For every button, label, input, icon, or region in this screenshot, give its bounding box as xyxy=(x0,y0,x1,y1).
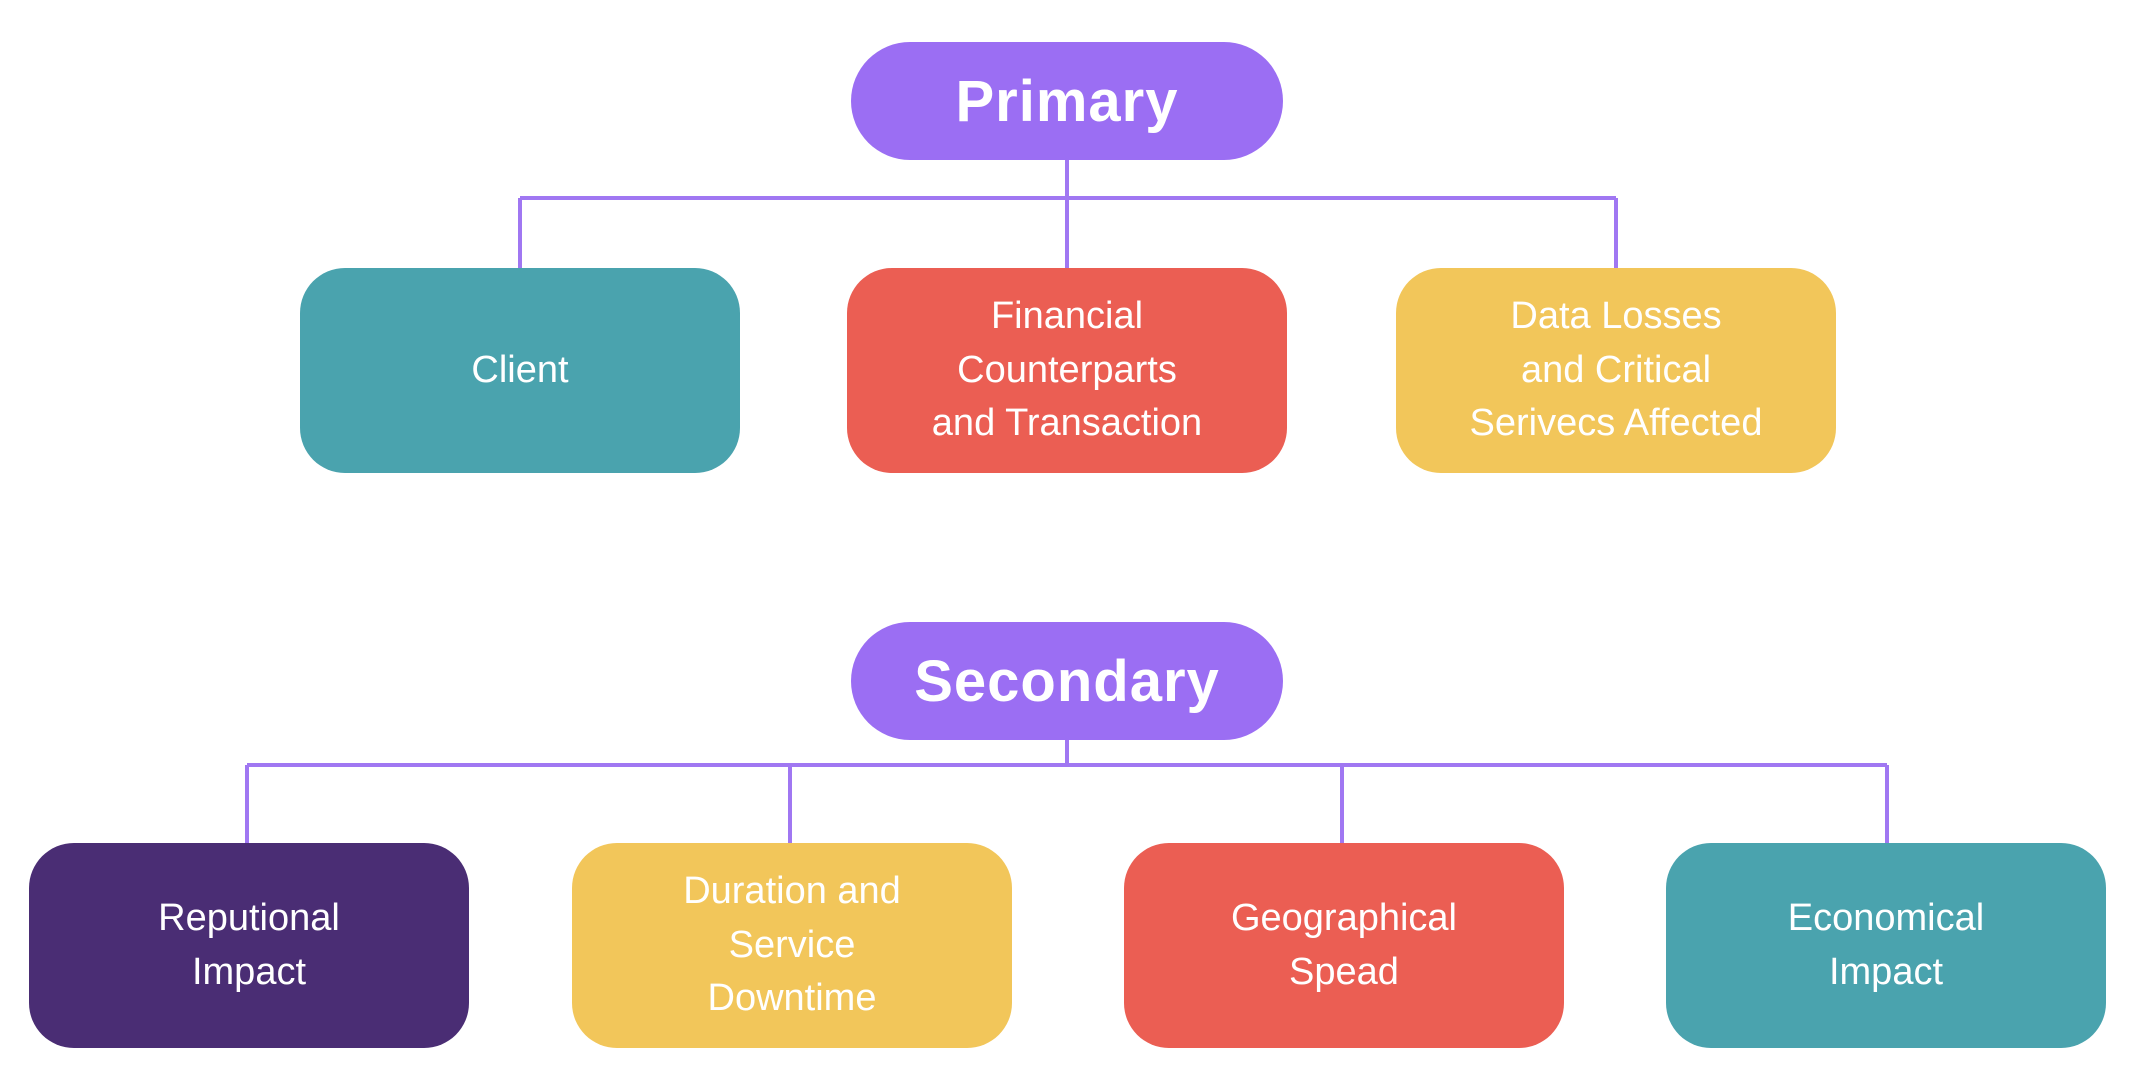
node-geographical-spread-label: Geographical Spead xyxy=(1230,896,1458,993)
node-data-losses-label: Data Losses and Critical Serivecs Affect… xyxy=(1469,294,1763,445)
node-data-losses[interactable]: Data Losses and Critical Serivecs Affect… xyxy=(1396,268,1836,473)
secondary-branch-lines xyxy=(245,740,1889,843)
node-financial-counterparts[interactable]: Financial Counterparts and Transaction xyxy=(847,268,1287,473)
node-secondary[interactable]: Secondary xyxy=(851,622,1283,740)
node-economical-impact-label: Economical Impact xyxy=(1787,896,1985,993)
primary-branch-lines xyxy=(518,160,1618,268)
node-economical-impact[interactable]: Economical Impact xyxy=(1666,843,2106,1048)
node-secondary-label: Secondary xyxy=(914,648,1220,714)
node-geographical-spread[interactable]: Geographical Spead xyxy=(1124,843,1564,1048)
node-primary[interactable]: Primary xyxy=(851,42,1283,160)
node-client[interactable]: Client xyxy=(300,268,740,473)
node-primary-label: Primary xyxy=(955,68,1179,134)
node-duration-downtime-label: Duration and Service Downtime xyxy=(683,869,901,1020)
node-reputional-impact[interactable]: Reputional Impact xyxy=(29,843,469,1048)
node-reputional-impact-label: Reputional Impact xyxy=(158,896,340,993)
node-financial-counterparts-label: Financial Counterparts and Transaction xyxy=(931,294,1203,445)
node-client-label: Client xyxy=(471,348,569,391)
node-duration-downtime[interactable]: Duration and Service Downtime xyxy=(572,843,1012,1048)
